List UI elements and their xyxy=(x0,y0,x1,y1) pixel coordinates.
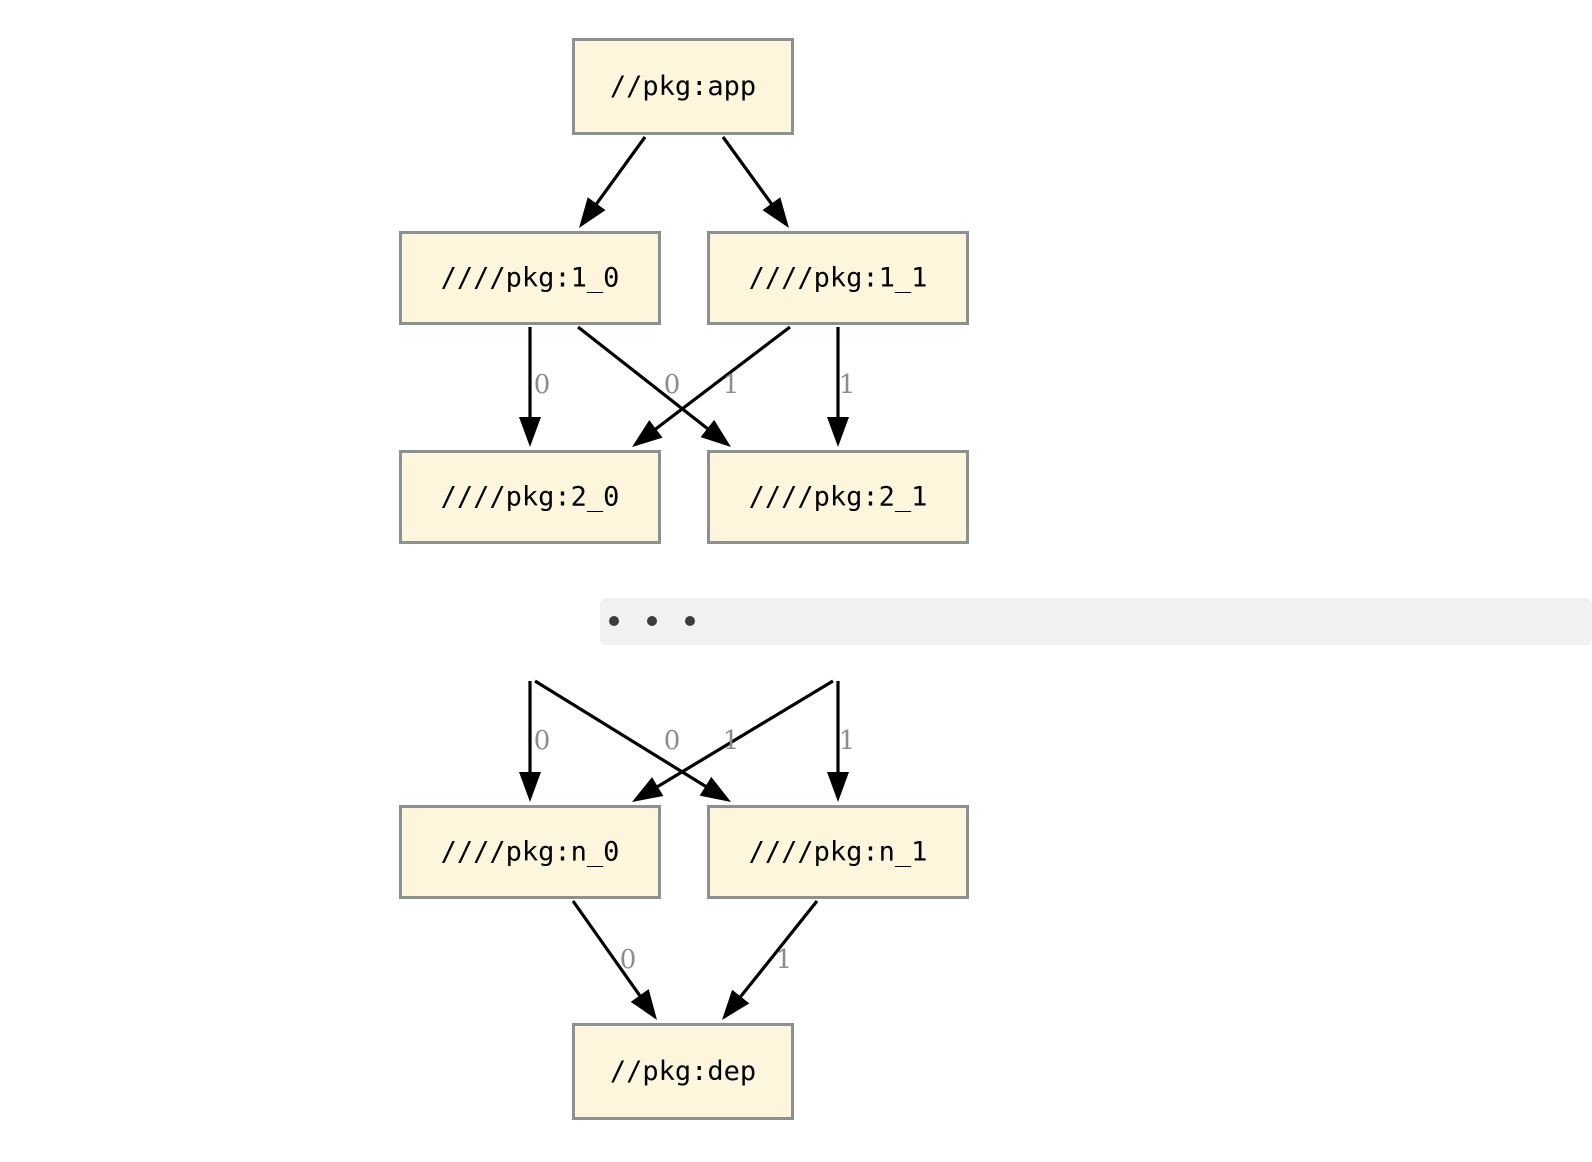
node-label: ////pkg:n_0 xyxy=(441,837,620,868)
node-box[interactable] xyxy=(707,231,969,325)
node-box[interactable] xyxy=(399,450,661,544)
graph-edge: 1 xyxy=(632,679,834,802)
edge-line xyxy=(736,900,819,1001)
edge-line xyxy=(721,136,776,208)
graph-edge xyxy=(721,136,789,228)
edge-line xyxy=(653,679,834,790)
ellipsis-band xyxy=(600,598,1592,645)
nodes-layer: //pkg:app ////pkg:1_0 ////pkg:1_1 ////pkg:2… xyxy=(399,38,969,1120)
edge-label: 0 xyxy=(534,370,551,400)
edge-label: 1 xyxy=(776,945,793,975)
node-box[interactable] xyxy=(399,805,661,899)
node-box[interactable] xyxy=(572,1023,794,1120)
graph-edge: 1 xyxy=(827,327,855,447)
edges-layer: 0 0 1 1 0 0 1 1 0 1 xyxy=(519,136,855,1020)
edge-line xyxy=(571,900,644,1000)
node-label: ////pkg:2_0 xyxy=(441,482,620,513)
node-label: ////pkg:2_1 xyxy=(749,482,928,513)
edge-label: 0 xyxy=(620,945,637,975)
edge-line xyxy=(577,325,712,433)
graph-node-l1_0[interactable]: ////pkg:1_0 xyxy=(399,231,661,325)
edge-label: 1 xyxy=(723,726,740,756)
node-box[interactable] xyxy=(399,231,661,325)
graph-edge: 0 xyxy=(534,679,731,802)
graph-node-l2_1[interactable]: ////pkg:2_1 xyxy=(707,450,969,544)
edge-label: 0 xyxy=(664,370,681,400)
edge-arrowhead xyxy=(630,989,657,1020)
edge-arrowhead xyxy=(632,420,663,447)
graph-node-ln_1[interactable]: ////pkg:n_1 xyxy=(707,805,969,899)
edge-arrowhead xyxy=(519,417,541,447)
node-label: ////pkg:1_1 xyxy=(749,263,928,294)
ellipsis-dot xyxy=(609,616,619,626)
node-box[interactable] xyxy=(572,38,794,135)
edge-line xyxy=(592,136,647,208)
edge-arrowhead xyxy=(699,776,731,802)
graph-edge: 1 xyxy=(827,681,855,802)
node-label: ////pkg:n_1 xyxy=(749,837,928,868)
graph-node-ln_0[interactable]: ////pkg:n_0 xyxy=(399,805,661,899)
graph-edge: 1 xyxy=(722,900,819,1020)
graph-edge: 1 xyxy=(632,325,791,447)
graph-edge xyxy=(579,136,647,228)
edge-arrowhead xyxy=(519,772,541,802)
edge-label: 1 xyxy=(723,370,740,400)
edge-line xyxy=(651,325,791,433)
node-label: //pkg:app xyxy=(610,71,756,102)
edge-label: 0 xyxy=(534,726,551,756)
graph-node-app[interactable]: //pkg:app xyxy=(572,38,794,135)
graph-node-l1_1[interactable]: ////pkg:1_1 xyxy=(707,231,969,325)
edge-arrowhead xyxy=(827,772,849,802)
node-label: ////pkg:1_0 xyxy=(441,263,620,294)
ellipsis-separator xyxy=(600,598,1592,645)
edge-arrowhead xyxy=(762,197,789,228)
node-box[interactable] xyxy=(707,805,969,899)
graph-node-l2_0[interactable]: ////pkg:2_0 xyxy=(399,450,661,544)
ellipsis-dot xyxy=(647,616,657,626)
edge-arrowhead xyxy=(827,417,849,447)
edge-label: 1 xyxy=(839,370,856,400)
graph-edge: 0 xyxy=(519,327,550,447)
edge-line xyxy=(534,679,710,790)
edge-arrowhead xyxy=(700,419,731,447)
edge-label: 1 xyxy=(839,726,856,756)
edge-label: 0 xyxy=(664,726,681,756)
edge-arrowhead xyxy=(579,197,606,228)
node-box[interactable] xyxy=(707,450,969,544)
graph-edge: 0 xyxy=(577,325,731,447)
graph-edge: 0 xyxy=(519,681,550,802)
node-label: //pkg:dep xyxy=(610,1056,756,1087)
graph-edge: 0 xyxy=(571,900,657,1020)
graph-node-dep[interactable]: //pkg:dep xyxy=(572,1023,794,1120)
ellipsis-dot xyxy=(685,616,695,626)
edge-arrowhead xyxy=(632,777,664,802)
edge-arrowhead xyxy=(722,989,750,1020)
